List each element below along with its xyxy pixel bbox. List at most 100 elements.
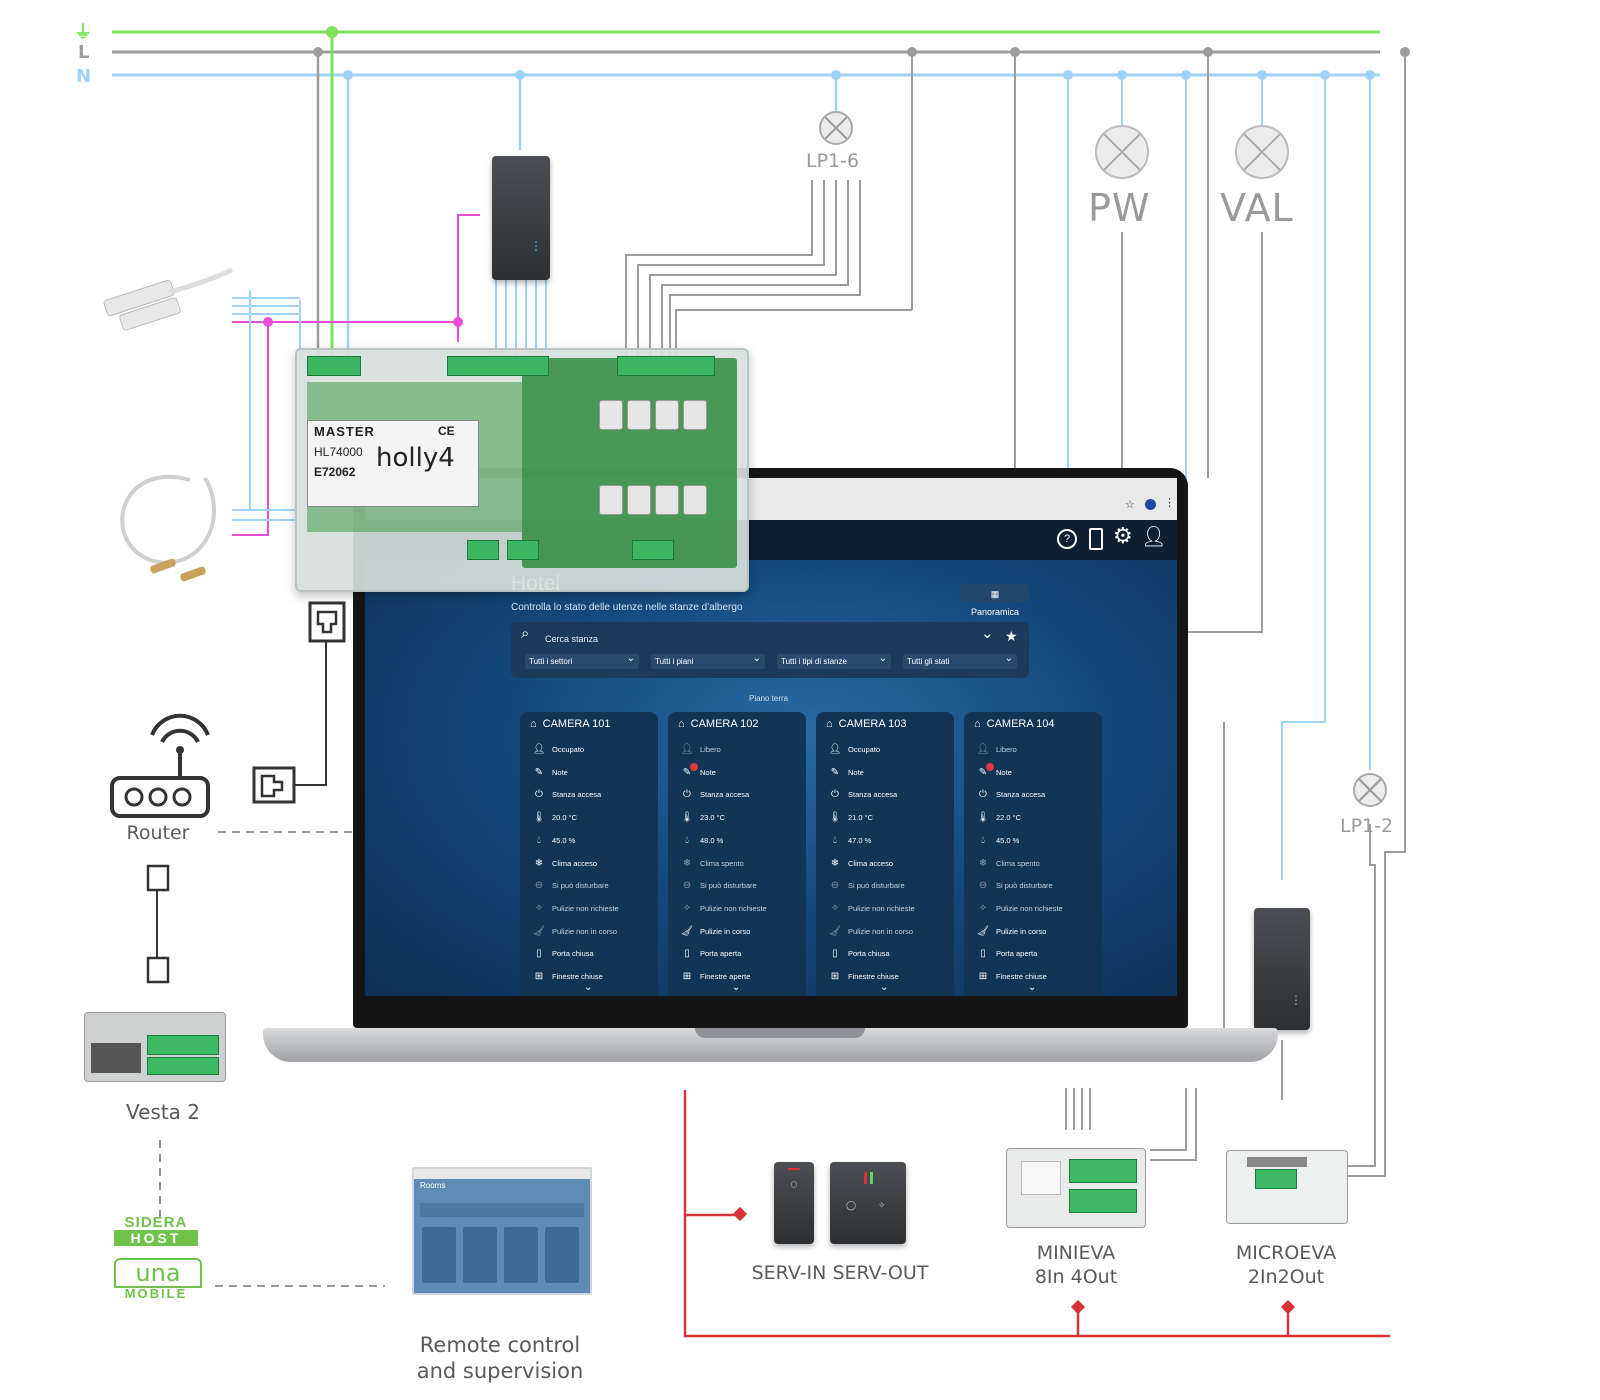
room-status-power: ⏻Stanza accesa [976,789,1045,805]
host-text: HOST [114,1230,198,1246]
lamp-lp12-label: LP1-2 [1340,815,1394,837]
relay [655,485,679,515]
room-icon: ⌂ [974,718,981,730]
chevron-down-icon[interactable]: ⌄ [981,625,994,642]
humidity-icon: 💧︎ [685,834,689,846]
room-status-text: Libero [996,745,1017,754]
room-card[interactable]: ⌂CAMERA 103👤︎Occupato✎Note⏻Stanza accesa… [816,712,954,996]
power-icon: ⏻ [831,789,839,801]
expand-chevron-icon[interactable]: ⌄ [732,982,741,993]
page-subtitle: Controlla lo stato delle utenze nelle st… [511,602,743,613]
room-status-cleaning-prog: 🧹︎Pulizie in corso [976,926,1047,942]
room-name-text: CAMERA 104 [986,718,1055,730]
cleaning-request-icon: ✧ [830,902,840,914]
room-status-windows: ⊞Finestre chiuse [828,971,899,987]
lamp-lp12-icon [1353,773,1387,807]
room-status-text: Finestre chiuse [552,972,603,981]
room-status-windows: ⊞ Finestre chiuse [532,971,603,987]
favorite-star-icon[interactable]: ★ [1005,628,1018,644]
room-status-door: ▯Porta chiusa [828,948,889,964]
room-status-occupancy: 👤︎Occupato [828,744,880,760]
mobile-icon[interactable] [1089,528,1103,550]
app-screen: ☆ ⋮ ? ⚙ 👤︎ Hotel Controlla lo stato dell… [365,478,1177,996]
room-status-text: Libero [700,745,721,754]
search-input[interactable] [543,630,947,648]
remote-thumb-title: Rooms [420,1181,446,1190]
cleaning-request-icon: ✧ [682,902,692,914]
product-code: E72062 [314,465,356,479]
window-icon: ⊞ [534,971,544,982]
room-status-text: 23.0 °C [700,813,726,823]
room-status-humidity: 💧︎45.0 % [976,835,1019,851]
notes-icon: ✎ [830,766,840,778]
profile-icon[interactable] [1145,499,1156,510]
una-text: una [114,1258,202,1288]
room-status-text: Stanza accesa [552,790,602,800]
room-status-windows: ⊞Finestre aperte [680,971,751,987]
room-status-text: Clima spento [700,858,744,868]
room-status-cleaning-req: ✧Pulizie non richieste [532,903,619,919]
cleaning-icon: 🧹︎ [828,925,842,937]
help-icon[interactable]: ? [1057,529,1077,549]
room-status-text: 45.0 % [552,835,576,845]
room-status-text: Clima acceso [848,858,894,868]
room-status-climate: ❄ Clima spento [680,858,744,874]
window-icon: ⊞ [978,971,988,982]
climate-icon: ❄ [682,857,692,869]
room-status-humidity: 💧︎48.0 % [680,835,723,851]
power-icon: ⏻ [683,789,691,801]
cleaning-request-icon: ✧ [534,902,544,914]
notes-icon: ✎ [682,766,692,778]
cleaning-icon: 🧹︎ [532,925,546,937]
filter-sector[interactable]: Tutti i settori [525,651,639,669]
room-status-text: Porta aperta [700,949,742,959]
room-card[interactable]: ⌂CAMERA 104👤︎Libero✎Note⏻Stanza accesa🌡︎… [964,712,1102,996]
room-status-text: Pulizie in corso [700,926,751,936]
room-status-text: Stanza accesa [996,790,1046,800]
minieva-io: 8In 4Out [1034,1265,1118,1288]
expand-chevron-icon[interactable]: ⌄ [1028,982,1037,993]
room-card[interactable]: ⌂CAMERA 102👤︎Libero✎Note⏻Stanza accesa🌡︎… [668,712,806,996]
user-icon[interactable]: 👤︎ [1141,526,1167,548]
bus-terminal [507,540,539,560]
room-name-text: CAMERA 102 [690,718,759,730]
room-status-temp: 🌡︎22.0 °C [976,812,1021,828]
room-status-windows: ⊞Finestre chiuse [976,971,1047,987]
gear-icon[interactable]: ⚙ [1113,523,1133,548]
serv-out-label: SERV-OUT [832,1262,929,1284]
power-icon: ⏻ [535,789,543,801]
overview-label: Panoramica [970,607,1020,617]
filter-floor[interactable]: Tutti i piani [651,651,765,669]
filter-room-type[interactable]: Tutti i tipi di stanze [777,651,891,669]
room-status-text: Stanza accesa [848,790,898,800]
room-status-cleaning-prog: 🧹︎Pulizie non in corso [828,926,913,942]
menu-icon[interactable]: ⋮ [1164,497,1175,509]
star-icon[interactable]: ☆ [1125,499,1135,511]
overview-button[interactable]: ▦ Panoramica [961,584,1029,617]
dnd-icon: ⊖ [534,880,544,892]
room-status-occupancy: 👤︎Libero [976,744,1017,760]
sidera-host-logo: SIDERA HOST [112,1214,200,1248]
door-icon: ▯ [684,948,690,960]
room-name-text: CAMERA 101 [542,718,611,730]
lamp-val-icon [1235,125,1289,179]
filter-status[interactable]: Tutti gli stati [903,651,1017,669]
cleaning-request-icon: ✧ [978,902,988,914]
room-status-text: Pulizie non in corso [552,926,618,936]
expand-chevron-icon[interactable]: ⌄ [880,982,889,993]
door-icon: ▯ [536,948,542,960]
room-status-door: ▯Porta chiusa [532,948,593,964]
room-card[interactable]: ⌂CAMERA 101👤︎Occupato✎Note⏻Stanza accesa… [520,712,658,996]
vesta-label: Vesta 2 [125,1100,201,1124]
room-status-text: Occupato [552,745,585,754]
rj45-port-icon [146,956,170,984]
remote-control-label: Remote control and supervision [400,1332,600,1385]
microeva-label: MICROEVA 2In2Out [1218,1242,1354,1290]
room-status-power: ⏻ Stanza accesa [532,789,601,805]
user-icon: 👤︎ [680,744,694,755]
thermometer-icon: 🌡︎ [976,812,990,824]
room-status-humidity: 💧︎45.0 % [532,835,575,851]
output-terminal [617,356,715,376]
expand-chevron-icon[interactable]: ⌄ [584,982,593,993]
climate-icon: ❄ [978,857,988,869]
